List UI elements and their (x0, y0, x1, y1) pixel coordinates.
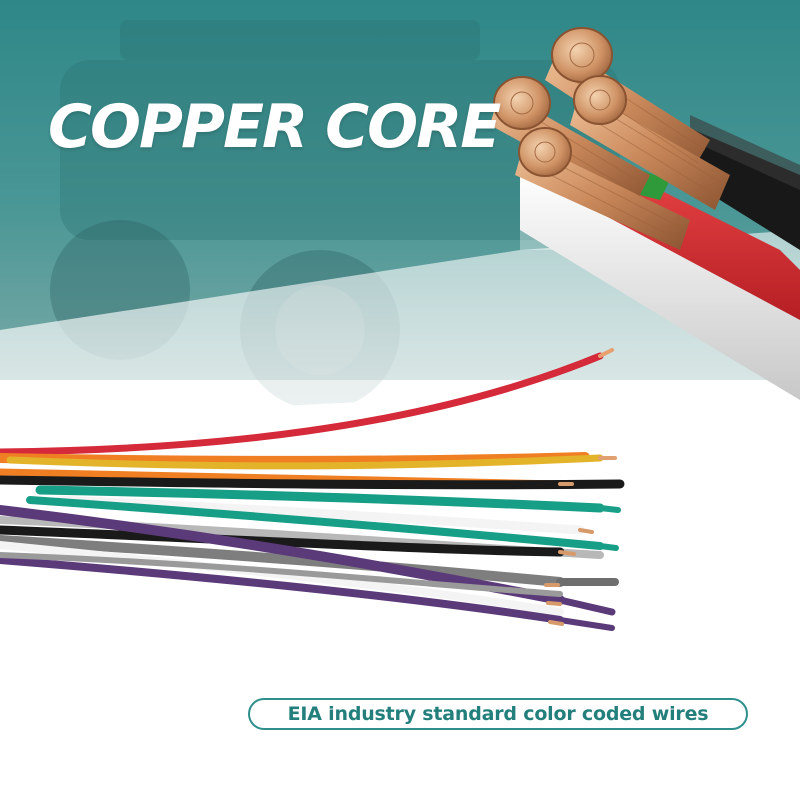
wire-grey-3 (0, 552, 563, 597)
wire-red (0, 352, 604, 456)
wire-green-2 (26, 496, 604, 550)
wire-yellow (6, 454, 604, 470)
headline: COPPER CORE (48, 92, 501, 162)
multi-core-cable (490, 27, 800, 400)
wire-green (35, 485, 605, 513)
color-coded-wires (0, 348, 625, 631)
caption-badge: EIA industry standard color coded wires (248, 698, 748, 730)
caption-text: EIA industry standard color coded wires (287, 703, 709, 725)
wire-black (0, 475, 625, 490)
wire-black-2 (0, 525, 565, 557)
wire-white-2 (0, 541, 564, 616)
wire-purple-2 (0, 556, 564, 624)
wire-grey-2 (0, 535, 565, 587)
wire-white (55, 495, 585, 535)
